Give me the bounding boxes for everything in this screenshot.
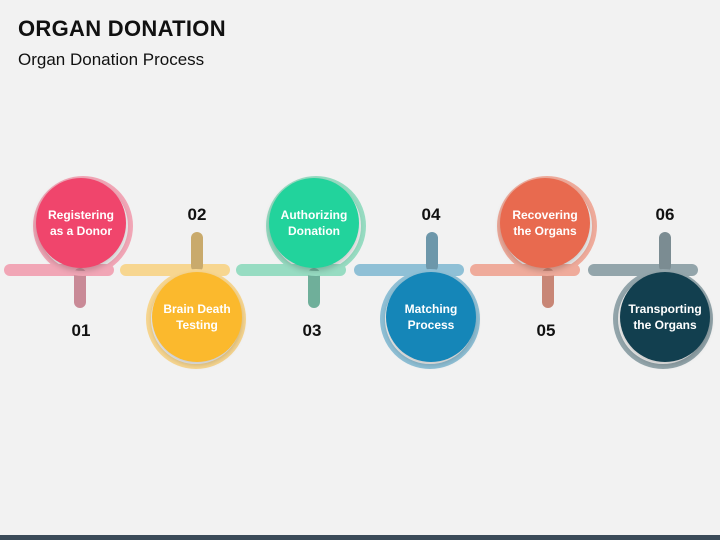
step-4-number: 04 (421, 205, 441, 224)
page-subtitle: Organ Donation Process (18, 50, 205, 69)
step-4-circle: Matching Process (386, 272, 476, 362)
bottom-accent-bar (0, 535, 720, 540)
step-4-stem (426, 232, 438, 272)
step-6-ring (613, 269, 713, 369)
step-4-label: Matching Process (404, 301, 458, 332)
step-5-stem (542, 268, 554, 308)
step-5-label: Recovering the Organs (512, 207, 578, 238)
step-4-ring (380, 269, 480, 369)
step-6-label: Transporting the Organs (628, 301, 702, 332)
step-2-label: Brain Death Testing (163, 301, 231, 332)
step-1-circle: Registering as a Donor (36, 178, 126, 268)
step-5-number: 05 (536, 321, 556, 340)
step-2-circle: Brain Death Testing (152, 272, 242, 362)
step-6-circle: Transporting the Organs (620, 272, 710, 362)
step-2-ring (146, 269, 246, 369)
step-3-label: Authorizing Donation (280, 207, 348, 238)
step-5-circle: Recovering the Organs (500, 178, 590, 268)
step-3-stem (308, 268, 320, 308)
page-title: ORGAN DONATION (18, 16, 226, 41)
step-1-label: Registering as a Donor (47, 207, 114, 238)
step-2-number: 02 (187, 205, 207, 224)
step-6-number: 06 (655, 205, 675, 224)
step-3-circle: Authorizing Donation (269, 178, 359, 268)
step-1-stem (74, 268, 86, 308)
step-2-stem (191, 232, 203, 272)
step-1-number: 01 (71, 321, 91, 340)
step-6-stem (659, 232, 671, 272)
step-3-number: 03 (302, 321, 322, 340)
